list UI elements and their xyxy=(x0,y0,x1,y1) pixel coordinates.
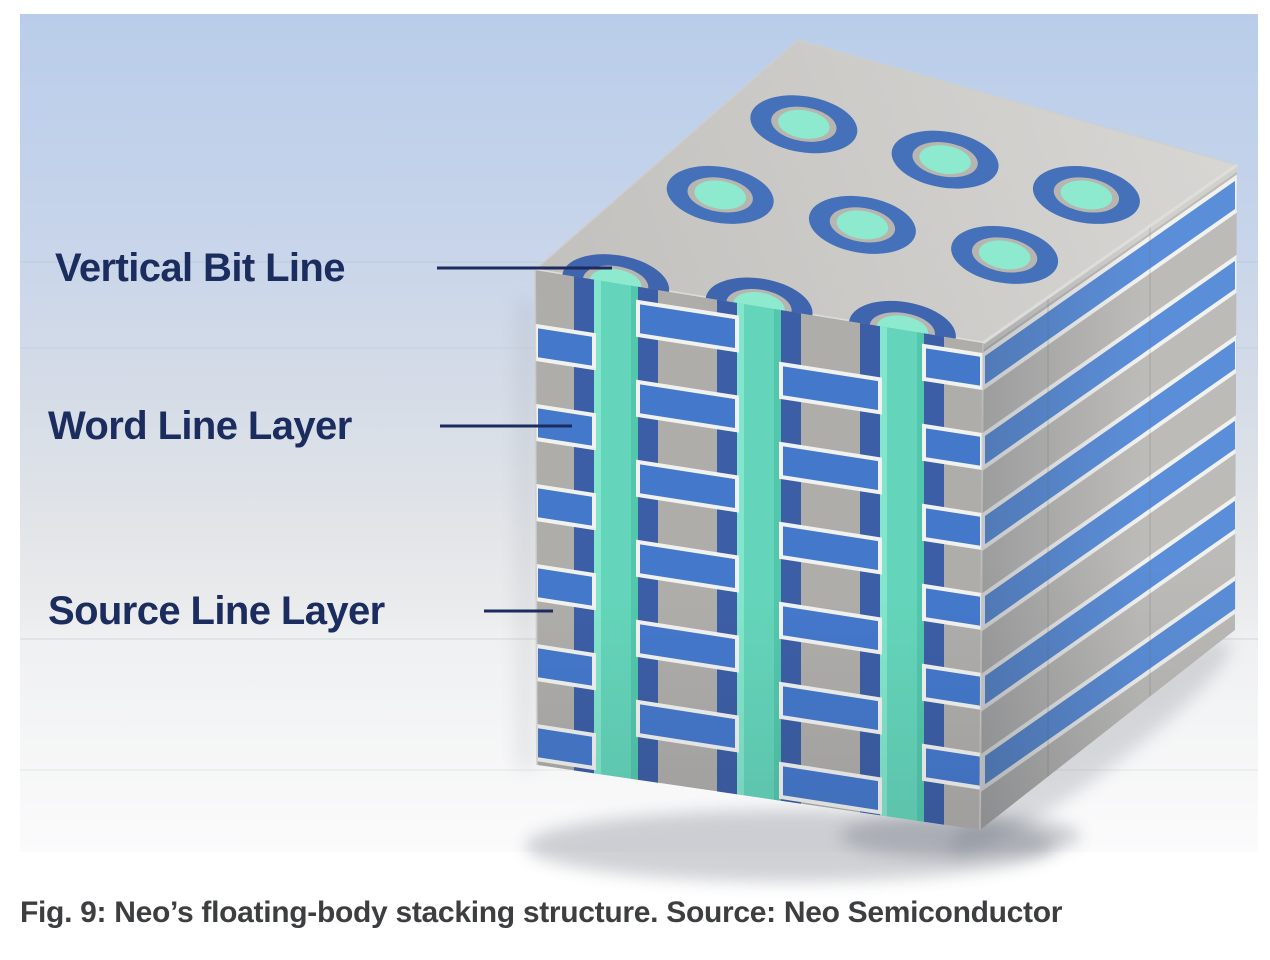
pillar-circle xyxy=(750,95,858,154)
pillar-circle xyxy=(1032,165,1140,224)
figure-caption: Fig. 9: Neo’s floating-body stacking str… xyxy=(20,896,1063,929)
label-vertical-bit-line: Vertical Bit Line xyxy=(55,246,346,290)
pillar-circle xyxy=(891,130,999,189)
label-word-line-layer: Word Line Layer xyxy=(48,404,352,448)
cube-shadow xyxy=(514,300,1231,882)
label-source-line-layer: Source Line Layer xyxy=(48,589,385,633)
cube-left-face xyxy=(535,270,983,830)
top-face-pillar-circles xyxy=(666,95,1140,284)
pillar-circle xyxy=(666,165,774,224)
cube-edge-highlights xyxy=(534,269,984,831)
pillar-circle xyxy=(951,225,1059,284)
callout-lines xyxy=(437,266,612,613)
pillar-circle xyxy=(808,195,916,254)
